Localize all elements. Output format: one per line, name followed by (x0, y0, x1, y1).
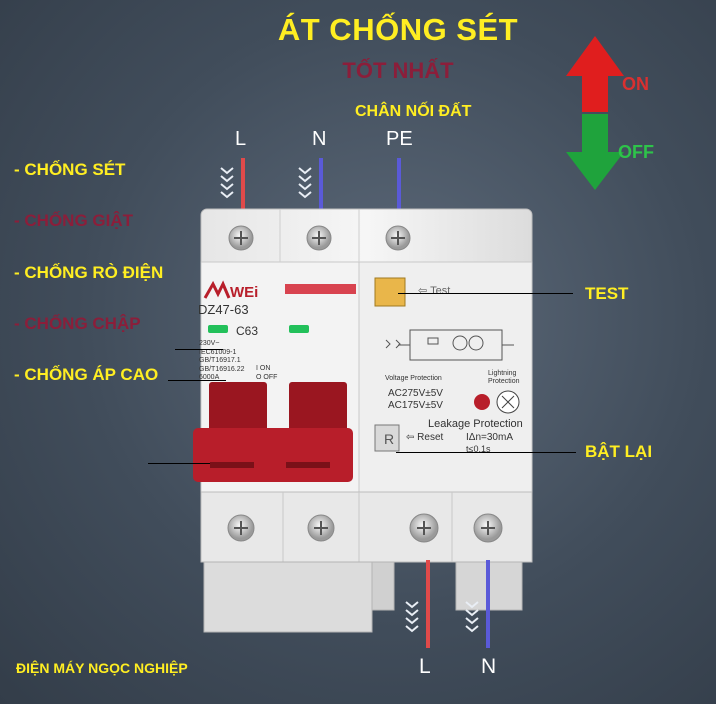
ac-high-label: AC275V±5V (388, 388, 443, 399)
terminal-bottom-n: N (481, 655, 497, 678)
spec-line: GB/T16917.1 (199, 357, 241, 364)
terminal-top-l: L (235, 128, 247, 150)
lightning-protection-label: Lightning Protection (488, 370, 520, 385)
leakage-protection-label: Leakage Protection (428, 418, 523, 430)
test-text: Test (430, 285, 451, 297)
trip-time-label: t≤0.1s (466, 444, 491, 454)
callout-line-reset (396, 452, 576, 453)
feature-overvoltage: - CHỐNG ÁP CAO (14, 365, 159, 384)
breaker-specs: 230V~ IEC61009-1 GB/T16917.1 GB/T16916.2… (199, 340, 259, 383)
callout-line-cao (175, 349, 223, 350)
page-title: ÁT CHỐNG SÉT (277, 12, 519, 47)
voltage-protection-label: Voltage Protection (385, 375, 442, 382)
spec-line: GB/T16916.22 (199, 365, 245, 373)
ground-label: CHÂN NỐI ĐẤT (355, 103, 472, 120)
ac-low-label: AC175V±5V (388, 400, 443, 411)
feature-short-circuit: - CHỐNG CHẬP (14, 314, 141, 333)
brand-logo: WEi (230, 284, 259, 301)
on-off-marks: I ON O OFF (256, 364, 277, 382)
idn-label: IΔn=30mA (466, 432, 513, 443)
terminal-top-n: N (312, 128, 327, 150)
on-mark: I ON (256, 365, 271, 372)
feature-shock: - CHỐNG GIẬT (14, 211, 133, 230)
svg-text:R: R (384, 431, 394, 447)
on-off-arrow-icon (566, 36, 624, 190)
reset-label: ⇦ Reset (406, 432, 444, 443)
spec-line: 230V~ (199, 340, 220, 347)
feature-lightning: - CHỐNG SÉT (14, 160, 126, 179)
breaker-model: DZ47-63 (198, 302, 249, 317)
spec-line: 6000A (199, 374, 220, 381)
test-label: ⇦ Test (418, 285, 451, 297)
callout-line-cao2 (168, 380, 226, 381)
terminal-top-pe: PE (386, 128, 413, 150)
on-label: ON (622, 74, 649, 94)
breaker-rating: C63 (236, 324, 259, 338)
test-callout: TEST (585, 284, 629, 303)
page-subtitle: TỐT NHẤT (342, 58, 454, 83)
feature-leakage: - CHỐNG RÒ ĐIỆN (14, 263, 164, 282)
terminal-bottom-l: L (419, 655, 431, 678)
reset-text: Reset (417, 432, 444, 443)
off-label: OFF (618, 142, 654, 162)
shop-name: ĐIỆN MÁY NGỌC NGHIỆP (16, 660, 188, 676)
callout-line-handle (148, 463, 210, 464)
off-mark: O OFF (256, 374, 278, 381)
spec-line: IEC61009-1 (199, 348, 237, 356)
reset-callout: BẬT LẠI (585, 442, 653, 461)
callout-line-test (398, 293, 573, 294)
